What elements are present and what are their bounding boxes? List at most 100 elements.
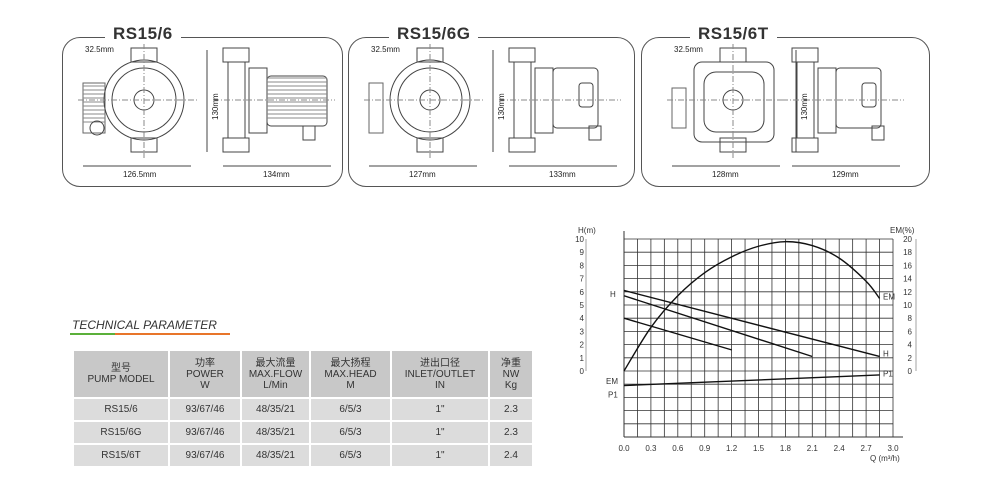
port-dimension: 32.5mm <box>371 45 400 54</box>
header-unit: W <box>200 379 210 391</box>
series-label: EM <box>883 293 895 302</box>
title-underline <box>70 333 230 335</box>
table-cell: RS15/6 <box>74 399 168 420</box>
y2-tick-label: 0 <box>908 367 913 376</box>
table-cell: 48/35/21 <box>242 422 309 443</box>
x-tick-label: 1.8 <box>780 444 792 453</box>
model-title: RS15/6T <box>690 24 777 44</box>
section-title: TECHNICAL PARAMETER <box>72 318 217 332</box>
drawing-panel: RS15/6 32.5mm 126.5mm 130mm 134mm <box>62 24 343 187</box>
pump-drawing <box>667 43 904 167</box>
x-tick-label: 0.0 <box>618 444 630 453</box>
header-en: NW <box>502 368 520 380</box>
port-dimension: 32.5mm <box>674 45 703 54</box>
series-label: P1 <box>883 369 893 378</box>
y-tick-label: 5 <box>580 301 585 310</box>
table-cell: 1" <box>392 422 488 443</box>
y-tick-label: 6 <box>580 288 585 297</box>
header-cn: 净重 <box>501 357 521 369</box>
y2-tick-label: 6 <box>908 327 913 336</box>
side-view <box>213 47 335 167</box>
front-view <box>667 43 797 167</box>
y-tick-label: 7 <box>580 275 585 284</box>
front-view <box>78 43 208 167</box>
header-unit: IN <box>435 379 445 391</box>
header-cn: 最大扬程 <box>330 357 371 369</box>
series-label: H <box>610 290 616 299</box>
y2-tick-label: 8 <box>908 314 913 323</box>
x-tick-label: 1.2 <box>726 444 738 453</box>
y-tick-label: 4 <box>580 314 585 323</box>
side-width-dimension: 134mm <box>263 170 290 179</box>
header-cn: 最大流量 <box>255 357 296 369</box>
table-cell: 93/67/46 <box>170 422 240 443</box>
x-tick-label: 2.1 <box>807 444 819 453</box>
table-cell: RS15/6G <box>74 422 168 443</box>
y-tick-label: 8 <box>580 261 585 270</box>
x-tick-label: 0.6 <box>672 444 684 453</box>
y2-tick-label: 18 <box>903 248 912 257</box>
header-en: MAX.HEAD <box>324 368 377 380</box>
side-view <box>499 47 621 167</box>
table-cell: 2.3 <box>490 399 532 420</box>
y2-tick-label: 14 <box>903 275 912 284</box>
model-title: RS15/6 <box>105 24 181 44</box>
height-dimension: 130mm <box>211 93 220 120</box>
y-tick-label: 0 <box>580 367 585 376</box>
front-width-dimension: 127mm <box>409 170 436 179</box>
x-tick-label: 0.3 <box>645 444 657 453</box>
header-cn: 型号 <box>111 363 131 374</box>
series-h-low <box>623 317 732 351</box>
y2-axis-label: EM(%) <box>890 226 915 235</box>
header-en: POWER <box>186 368 224 380</box>
table-cell: 48/35/21 <box>242 399 309 420</box>
y2-tick-label: 4 <box>908 341 913 350</box>
y2-tick-label: 20 <box>903 235 912 244</box>
table-cell: 2.3 <box>490 422 532 443</box>
x-tick-label: 1.5 <box>753 444 765 453</box>
drawing-panel: RS15/6T 32.5mm 128mm 130mm 129mm <box>641 24 930 187</box>
header-cn: 功率 <box>195 357 215 369</box>
header-unit: L/Min <box>263 379 288 391</box>
front-width-dimension: 126.5mm <box>123 170 157 179</box>
table-cell: 48/35/21 <box>242 445 309 466</box>
y-tick-label: 10 <box>575 235 584 244</box>
y2-tick-label: 16 <box>903 261 912 270</box>
table-cell: RS15/6T <box>74 445 168 466</box>
y2-tick-label: 2 <box>908 354 913 363</box>
y2-tick-label: 12 <box>903 288 912 297</box>
front-view <box>364 43 494 167</box>
pump-drawing <box>78 43 335 167</box>
y-axis-label: H(m) <box>578 226 596 235</box>
height-dimension: 130mm <box>800 93 809 120</box>
table-cell: 1" <box>392 399 488 420</box>
header-en: MAX.FLOW <box>248 368 303 380</box>
x-axis-label: Q (m³/h) <box>870 454 900 463</box>
side-width-dimension: 129mm <box>832 170 859 179</box>
pump-drawing <box>364 43 621 167</box>
drawing-panel: RS15/6G 32.5mm 127mm 130mm 133mm <box>348 24 635 187</box>
header-en: INLET/OUTLET <box>404 368 476 380</box>
series-label: P1 <box>608 390 618 399</box>
series-h-mid <box>623 295 813 358</box>
y-tick-label: 1 <box>580 354 585 363</box>
series-em <box>623 240 881 372</box>
table-cell: 93/67/46 <box>170 445 240 466</box>
y-tick-label: 3 <box>580 327 585 336</box>
x-tick-label: 2.7 <box>861 444 873 453</box>
front-width-dimension: 128mm <box>712 170 739 179</box>
series-label: H <box>883 349 889 358</box>
table-cell: 1" <box>392 445 488 466</box>
table-cell: 6/5/3 <box>311 422 390 443</box>
header-cn: 进出口径 <box>420 357 460 369</box>
side-view <box>782 47 904 167</box>
